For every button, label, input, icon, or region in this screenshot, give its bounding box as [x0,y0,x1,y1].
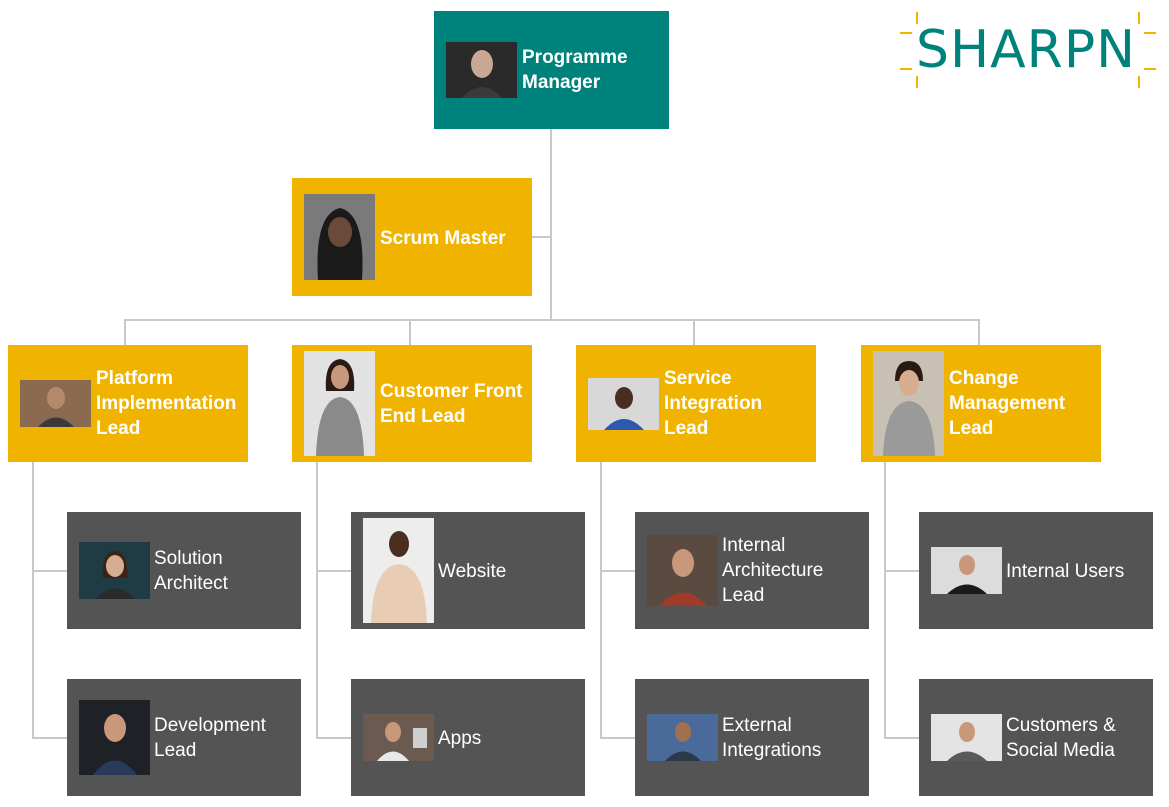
logo-tick [1138,76,1140,88]
connector-col2-child2 [316,737,351,739]
connector-col3-child2 [600,737,635,739]
customers-social-media-box[interactable]: Customers & Social Media [919,679,1153,796]
person-photo [79,700,150,775]
sharpn-logo: SHARPN [900,10,1158,92]
person-photo [363,714,434,761]
node-label: External Integrations [722,715,822,761]
logo-tick [1138,12,1140,24]
programme-manager-box[interactable]: Programme Manager [434,11,669,129]
person-photo [20,380,91,427]
apps-box[interactable]: Apps [351,679,585,796]
connector-leads-horizontal [124,319,980,321]
node-label: Change Management Lead [949,368,1066,439]
connector-col1-child1 [32,570,67,572]
logo-tick [1144,32,1156,34]
logo-tick [900,68,912,70]
connector-top-vertical [550,128,552,321]
development-lead-box[interactable]: Development Lead [67,679,301,796]
scrum-master-box[interactable]: Scrum Master [292,178,532,296]
node-label: Solution Architect [154,548,228,594]
logo-tick [916,12,918,24]
connector-col4-vertical [884,462,886,739]
node-label: Platform Implementation Lead [96,368,237,439]
platform-implementation-lead-box[interactable]: Platform Implementation Lead [8,345,248,462]
connector-lead-3 [693,319,695,346]
change-management-lead-box[interactable]: Change Management Lead [861,345,1101,462]
person-photo [588,378,659,430]
connector-col2-vertical [316,462,318,739]
logo-text: SHARPN [916,20,1137,80]
person-photo [873,351,944,456]
node-label: Development Lead [154,715,266,761]
person-photo [647,714,718,761]
node-label: Customers & Social Media [1006,715,1116,761]
node-label: Service Integration Lead [664,368,763,439]
internal-users-box[interactable]: Internal Users [919,512,1153,629]
website-box[interactable]: Website [351,512,585,629]
connector-lead-1 [124,319,126,346]
connector-col4-child2 [884,737,919,739]
connector-col1-child2 [32,737,67,739]
node-label: Scrum Master [380,228,506,249]
person-photo [363,518,434,623]
connector-lead-4 [978,319,980,346]
logo-tick [900,32,912,34]
connector-scrum [532,236,551,238]
person-photo [931,547,1002,594]
service-integration-lead-box[interactable]: Service Integration Lead [576,345,816,462]
connector-col4-child1 [884,570,919,572]
logo-tick [916,76,918,88]
node-label: Internal Architecture Lead [722,535,824,606]
internal-architecture-lead-box[interactable]: Internal Architecture Lead [635,512,869,629]
person-photo [446,42,517,98]
connector-col3-vertical [600,462,602,739]
node-label: Internal Users [1006,561,1125,582]
external-integrations-box[interactable]: External Integrations [635,679,869,796]
person-photo [931,714,1002,761]
connector-col2-child1 [316,570,351,572]
customer-front-end-lead-box[interactable]: Customer Front End Lead [292,345,532,462]
person-photo [647,535,718,606]
node-label: Website [438,561,507,582]
person-photo [79,542,150,599]
connector-col1-vertical [32,462,34,739]
node-label: Programme Manager [522,47,628,93]
node-label: Customer Front End Lead [380,381,523,427]
node-label: Apps [438,728,482,749]
connector-lead-2 [409,319,411,346]
connector-col3-child1 [600,570,635,572]
logo-tick [1144,68,1156,70]
solution-architect-box[interactable]: Solution Architect [67,512,301,629]
person-photo [304,351,375,456]
person-photo [304,194,375,280]
